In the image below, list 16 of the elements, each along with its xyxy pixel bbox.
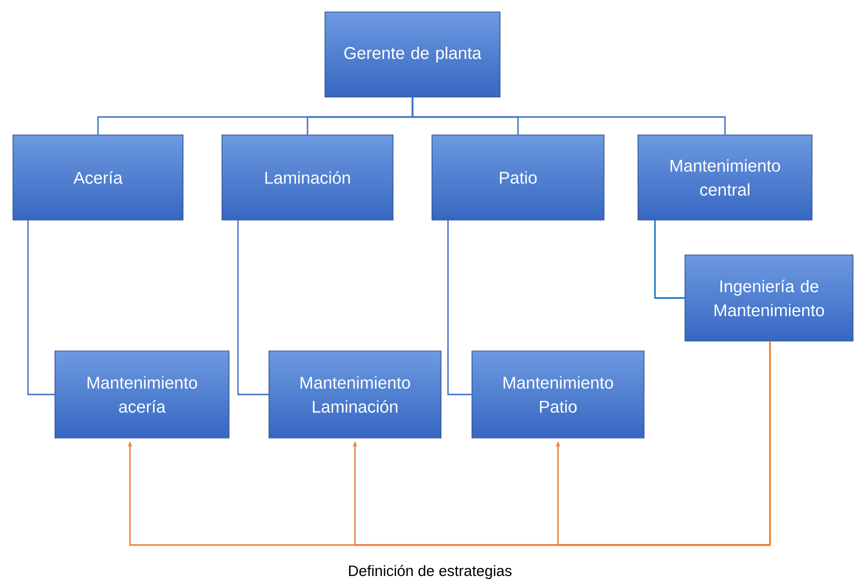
org-box: Ingeniería de Mantenimiento bbox=[684, 254, 854, 342]
org-box: Mantenimiento Patio bbox=[472, 350, 644, 438]
org-box: Mantenimiento central bbox=[638, 134, 812, 220]
connector bbox=[556, 341, 771, 546]
org-box: Mantenimiento Laminación bbox=[268, 350, 442, 438]
org-box: Gerente de planta bbox=[324, 12, 500, 98]
org-box: Laminación bbox=[222, 134, 394, 220]
flow-label: Definición de estrategias bbox=[349, 564, 512, 580]
connector bbox=[27, 220, 55, 396]
connector bbox=[447, 220, 472, 396]
org-box: Mantenimiento acería bbox=[54, 350, 230, 438]
org-box: Acería bbox=[12, 134, 184, 220]
connector bbox=[412, 97, 726, 135]
connector bbox=[654, 220, 685, 299]
connector bbox=[237, 220, 269, 396]
org-box: Patio bbox=[432, 134, 604, 220]
